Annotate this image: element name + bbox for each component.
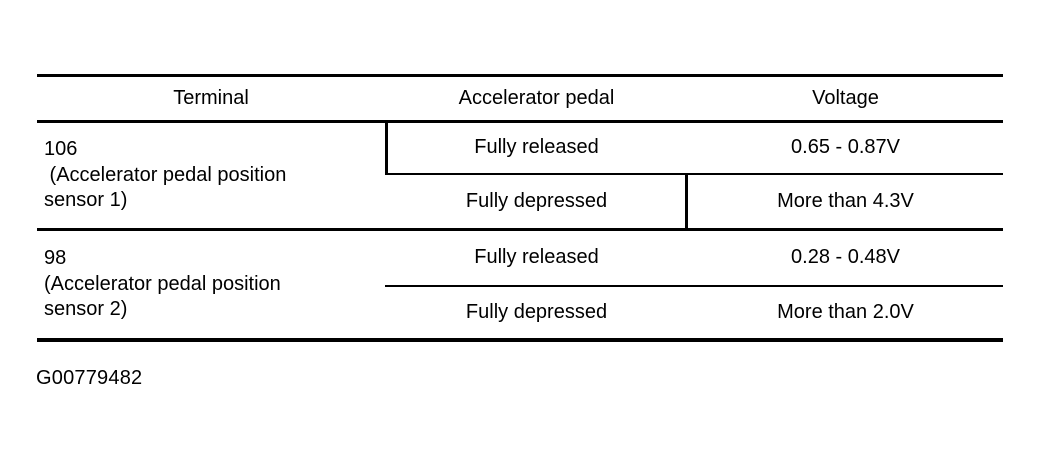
column-header-accelerator-pedal: Accelerator pedal bbox=[458, 86, 615, 109]
pedal-state-value: Fully depressed bbox=[465, 189, 608, 212]
row-separator-group2 bbox=[385, 285, 1003, 287]
table-header-separator bbox=[37, 120, 1003, 123]
specification-table: Terminal Accelerator pedal Voltage 106 (… bbox=[37, 74, 1003, 342]
column-header-terminal: Terminal bbox=[173, 86, 249, 109]
terminal-description-line-1: (Accelerator pedal position bbox=[44, 163, 287, 186]
column-divider-pedal bbox=[685, 175, 688, 228]
terminal-number: 106 bbox=[44, 138, 78, 161]
table-top-border bbox=[37, 74, 1003, 77]
voltage-value: 0.65 - 0.87V bbox=[791, 136, 900, 159]
voltage-value: 0.28 - 0.48V bbox=[791, 246, 900, 269]
voltage-value: More than 4.3V bbox=[777, 189, 914, 212]
terminal-description-line-2: sensor 2) bbox=[44, 298, 128, 321]
column-divider-terminal bbox=[385, 123, 388, 173]
pedal-state-value: Fully depressed bbox=[465, 300, 608, 323]
row-separator-group1 bbox=[385, 173, 1003, 175]
terminal-description-line-1: (Accelerator pedal position bbox=[44, 272, 281, 295]
pedal-state-value: Fully released bbox=[474, 136, 599, 159]
voltage-value: More than 2.0V bbox=[777, 300, 914, 323]
figure-caption: G00779482 bbox=[36, 367, 143, 389]
table-group-separator bbox=[37, 228, 1003, 231]
table-row: 106 (Accelerator pedal position sensor 1… bbox=[37, 123, 385, 228]
column-header-voltage: Voltage bbox=[812, 86, 879, 109]
pedal-state-value: Fully released bbox=[474, 246, 599, 269]
table-bottom-border bbox=[37, 338, 1003, 342]
terminal-number: 98 bbox=[44, 247, 67, 270]
table-row: 98 (Accelerator pedal position sensor 2) bbox=[37, 231, 385, 338]
terminal-description-line-2: sensor 1) bbox=[44, 189, 128, 212]
